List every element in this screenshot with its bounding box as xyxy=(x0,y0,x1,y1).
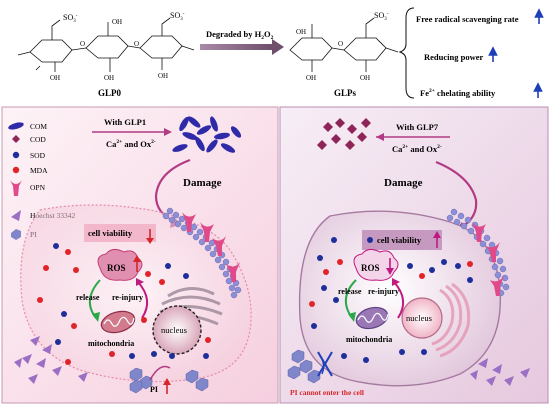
right-treatment: With GLP7 Ca2+ and Ox2- xyxy=(376,122,450,154)
glps-structure xyxy=(289,17,399,72)
right-hoechst xyxy=(470,358,530,386)
svg-text:nucleus: nucleus xyxy=(161,325,187,335)
sod-dot-icon xyxy=(12,151,20,159)
svg-text:Ca2+ and Ox2-: Ca2+ and Ox2- xyxy=(392,144,442,154)
svg-text:O: O xyxy=(80,40,85,48)
left-mda-dots xyxy=(37,249,211,365)
right-er xyxy=(431,282,471,358)
glp0-structure xyxy=(17,17,195,72)
svg-text:Damage: Damage xyxy=(183,177,222,189)
svg-text:PI cannot enter the cell: PI cannot enter the cell xyxy=(290,388,364,397)
svg-text:Ca2+ and Ox2-: Ca2+ and Ox2- xyxy=(106,139,156,149)
legend-item-opn: OPN xyxy=(10,180,46,196)
legend-item-mda: MDA xyxy=(12,166,48,175)
svg-text:SOD: SOD xyxy=(30,151,46,160)
right-crystal-cluster xyxy=(317,118,371,150)
legend-item-sod: SOD xyxy=(12,151,46,160)
svg-text:MDA: MDA xyxy=(30,166,48,175)
left-crystal-cluster xyxy=(172,116,242,153)
right-nucleus: nucleus xyxy=(401,297,443,339)
svg-text:OH: OH xyxy=(104,74,114,82)
right-mda-dots xyxy=(309,259,473,307)
glps-label: GLPs xyxy=(334,88,357,98)
legend-item-com: COM xyxy=(8,122,47,131)
right-opn-receptors xyxy=(472,222,504,296)
svg-text:OPN: OPN xyxy=(30,183,46,192)
pi-hexagon-icon xyxy=(11,229,21,240)
svg-text:PI: PI xyxy=(150,385,158,394)
svg-text:With GLP7: With GLP7 xyxy=(396,122,439,132)
svg-text:mitochondria: mitochondria xyxy=(346,335,392,344)
right-ros-cloud: ROS xyxy=(353,248,399,281)
left-treatment: With GLP1 Ca2+ and Ox2- xyxy=(92,117,172,149)
svg-text:mitochondria: mitochondria xyxy=(88,339,134,348)
svg-text:ROS: ROS xyxy=(107,263,126,273)
effects-list: Free radical scavenging rate Reducing po… xyxy=(416,8,544,98)
effect-chelating: Fe2+ chelating ability xyxy=(420,88,496,98)
left-ros-cycle: release re-injury xyxy=(76,278,149,322)
glp0-labels: SO3- SO3- OH OH OH OH O O GLP0 xyxy=(50,11,185,98)
left-membrane-lipid-layer xyxy=(162,207,242,299)
right-sod-dots xyxy=(311,237,473,363)
svg-text:cell viability: cell viability xyxy=(88,228,133,238)
left-nucleus: nucleus xyxy=(152,305,202,355)
mda-dot-icon xyxy=(12,166,20,174)
svg-text:Degraded by H2O2: Degraded by H2O2 xyxy=(206,29,274,41)
svg-text:OH: OH xyxy=(306,74,316,82)
svg-text:re-injury: re-injury xyxy=(112,293,143,302)
left-sod-dots xyxy=(53,243,209,359)
svg-text:release: release xyxy=(76,293,100,302)
svg-text:OH: OH xyxy=(158,72,168,80)
glp0-label: GLP0 xyxy=(98,88,122,98)
svg-text:nucleus: nucleus xyxy=(406,313,432,323)
effect-free-radical: Free radical scavenging rate xyxy=(416,14,519,24)
left-cell-viability: cell viability xyxy=(84,224,156,244)
right-pi xyxy=(287,349,321,384)
left-pi xyxy=(129,367,209,394)
left-mitochondrion: mitochondria xyxy=(88,310,136,348)
svg-text:OH: OH xyxy=(112,18,122,26)
glps-labels: SO3- OH OH OH O GLPs xyxy=(296,11,389,98)
svg-text:SO3-: SO3- xyxy=(374,11,389,22)
right-cell-viability: cell viability xyxy=(362,230,442,250)
left-opn-receptors xyxy=(182,212,240,282)
right-ros-cycle: release re-injury xyxy=(338,278,405,322)
degradation-arrow: Degraded by H2O2 xyxy=(200,29,284,55)
left-hoechst xyxy=(14,336,88,384)
svg-text:O: O xyxy=(134,40,139,48)
hoechst-triangle-icon xyxy=(11,210,21,221)
svg-text:O: O xyxy=(338,40,343,48)
legend-item-cod: COD xyxy=(12,135,46,144)
svg-text:ROS: ROS xyxy=(361,263,380,273)
effect-reducing-power: Reducing power xyxy=(424,52,483,62)
left-ros-cloud: ROS xyxy=(97,248,143,281)
svg-text:Damage: Damage xyxy=(384,177,423,189)
svg-text:cell viability: cell viability xyxy=(377,235,422,245)
svg-text:OH: OH xyxy=(360,74,370,82)
right-pi-blocked: PI cannot enter the cell xyxy=(290,351,364,397)
svg-text:OH: OH xyxy=(296,28,306,36)
svg-text:With GLP1: With GLP1 xyxy=(104,117,146,127)
effects-brace xyxy=(398,7,415,99)
svg-text:COD: COD xyxy=(30,135,46,144)
cod-crystal-icon xyxy=(12,135,20,143)
svg-text:release: release xyxy=(338,287,362,296)
svg-text:COM: COM xyxy=(30,122,47,131)
svg-text:SO3-: SO3- xyxy=(63,13,78,24)
svg-text:re-injury: re-injury xyxy=(368,287,399,296)
opn-receptor-icon xyxy=(10,180,22,196)
left-pi-entry: PI xyxy=(149,365,171,394)
svg-text:SO3-: SO3- xyxy=(170,11,185,22)
right-mitochondrion: mitochondria xyxy=(346,306,392,344)
com-crystal-icon xyxy=(8,122,24,130)
svg-text:OH: OH xyxy=(50,74,60,82)
